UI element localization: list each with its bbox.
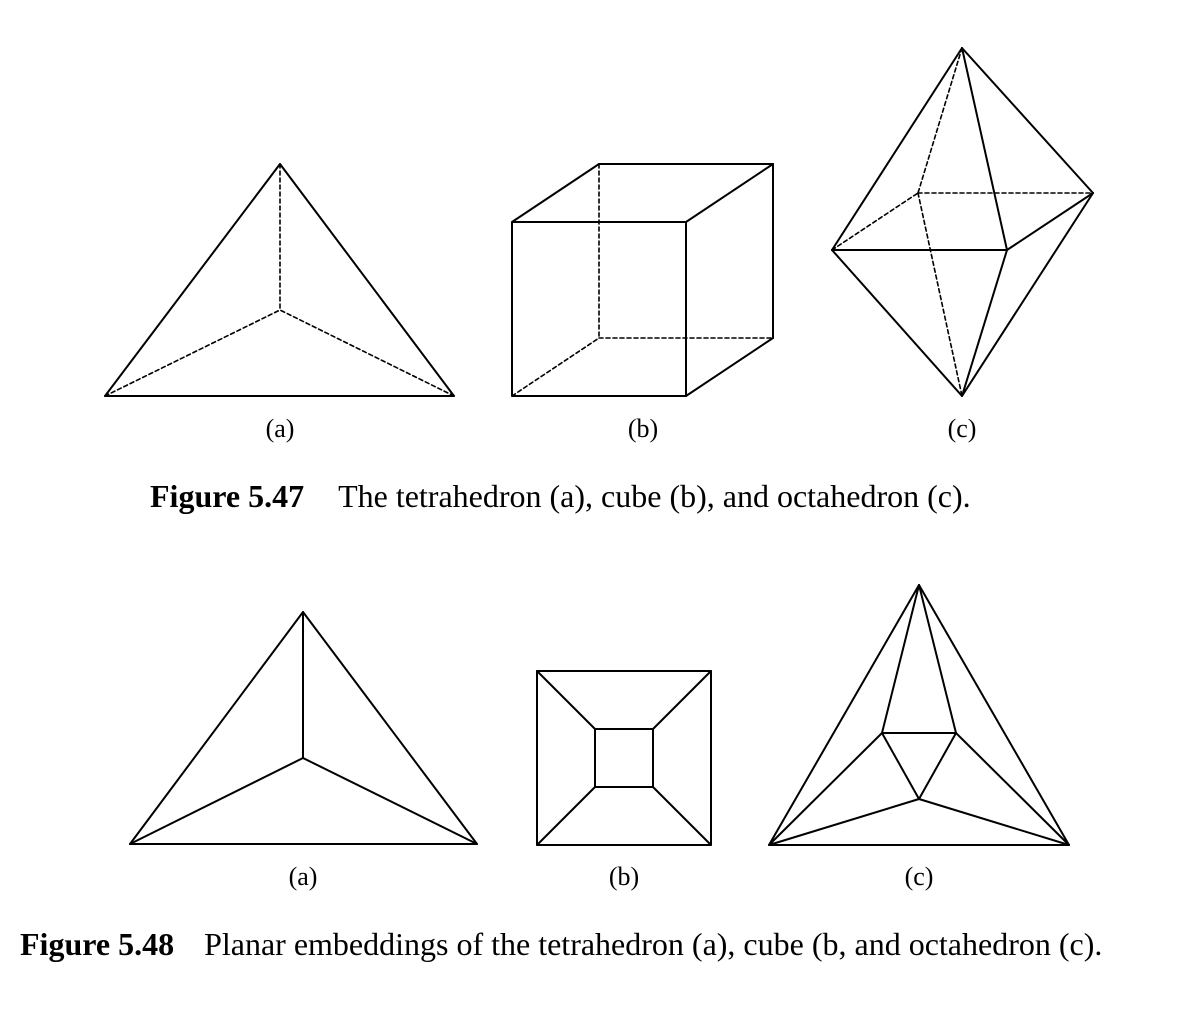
figure-5-47-caption-text: The tetrahedron (a), cube (b), and octah… <box>338 478 971 514</box>
figure-5-48-sublabel-c: (c) <box>904 862 934 891</box>
figure-5-47-caption-number: Figure 5.47 <box>150 478 305 514</box>
figure-5-47-sublabel-c: (c) <box>947 414 977 443</box>
figure-5-48-caption: Figure 5.48 Planar embeddings of the tetr… <box>20 922 1170 966</box>
octahedron-3d <box>831 47 1094 397</box>
figure-5-48-caption-text: Planar embeddings of the tetrahedron (a)… <box>204 926 1103 962</box>
figure-5-48-sublabel-b: (b) <box>608 862 640 891</box>
tetrahedron-3d <box>104 163 455 397</box>
cube-3d <box>511 163 774 397</box>
figure-5-47-caption: Figure 5.47 The tetrahedron (a), cube (b)… <box>150 474 971 518</box>
figure-5-47-drawings <box>104 47 1094 397</box>
figure-5-48-sublabel-a: (a) <box>288 862 318 891</box>
cube-planar <box>536 670 712 846</box>
figure-5-47-sublabel-b: (b) <box>627 414 659 443</box>
octahedron-planar <box>768 584 1070 846</box>
tetrahedron-planar <box>129 611 478 845</box>
figure-5-48-caption-number: Figure 5.48 <box>20 926 175 962</box>
figure-5-48-drawings <box>129 584 1070 846</box>
figure-5-47-sublabel-a: (a) <box>265 414 295 443</box>
